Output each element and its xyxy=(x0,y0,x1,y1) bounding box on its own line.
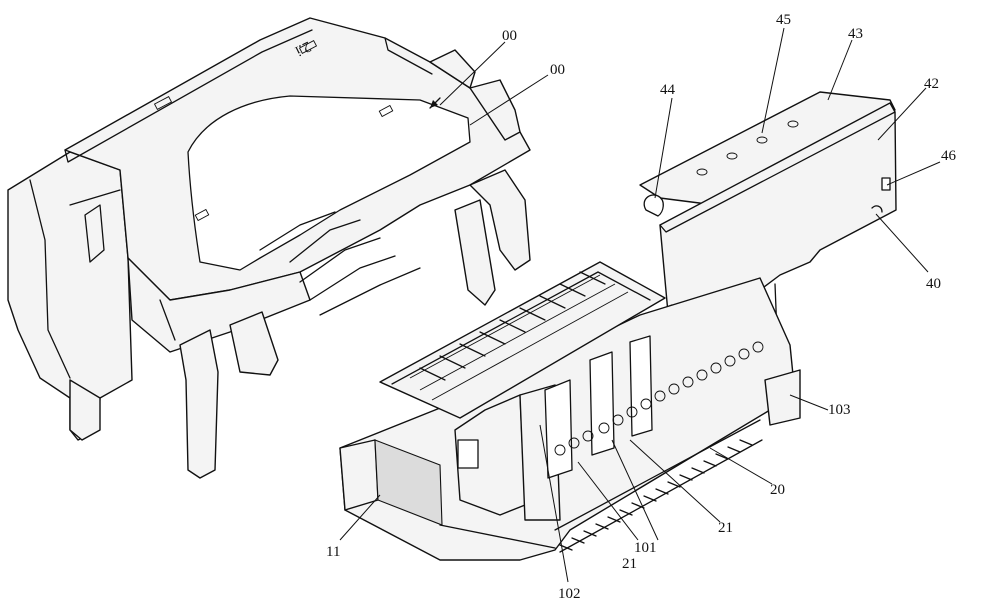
label-40: 40 xyxy=(926,276,941,292)
label-00-lower: 00 xyxy=(550,62,565,78)
shield-plate xyxy=(639,91,897,357)
label-103: 103 xyxy=(828,402,851,418)
label-21-left: 21 xyxy=(622,556,637,572)
leader-lines xyxy=(339,27,941,583)
connector-housing xyxy=(339,261,801,561)
label-11: 11 xyxy=(326,544,340,560)
label-46: 46 xyxy=(941,148,957,164)
spring-contacts xyxy=(554,341,764,456)
label-101: 101 xyxy=(634,540,657,556)
label-44: 44 xyxy=(660,82,676,98)
cover-shell: 2.i xyxy=(7,17,531,479)
label-20: 20 xyxy=(770,482,785,498)
label-102: 102 xyxy=(558,586,581,602)
label-21-right: 21 xyxy=(718,520,733,536)
label-00-upper: 00 xyxy=(502,28,517,44)
label-43: 43 xyxy=(848,26,863,42)
label-45: 45 xyxy=(776,12,791,28)
reference-labels: 00 00 45 43 44 42 46 40 103 20 21 101 21… xyxy=(326,12,957,602)
label-42: 42 xyxy=(924,76,939,92)
cover-marking: 2.i xyxy=(293,38,314,59)
